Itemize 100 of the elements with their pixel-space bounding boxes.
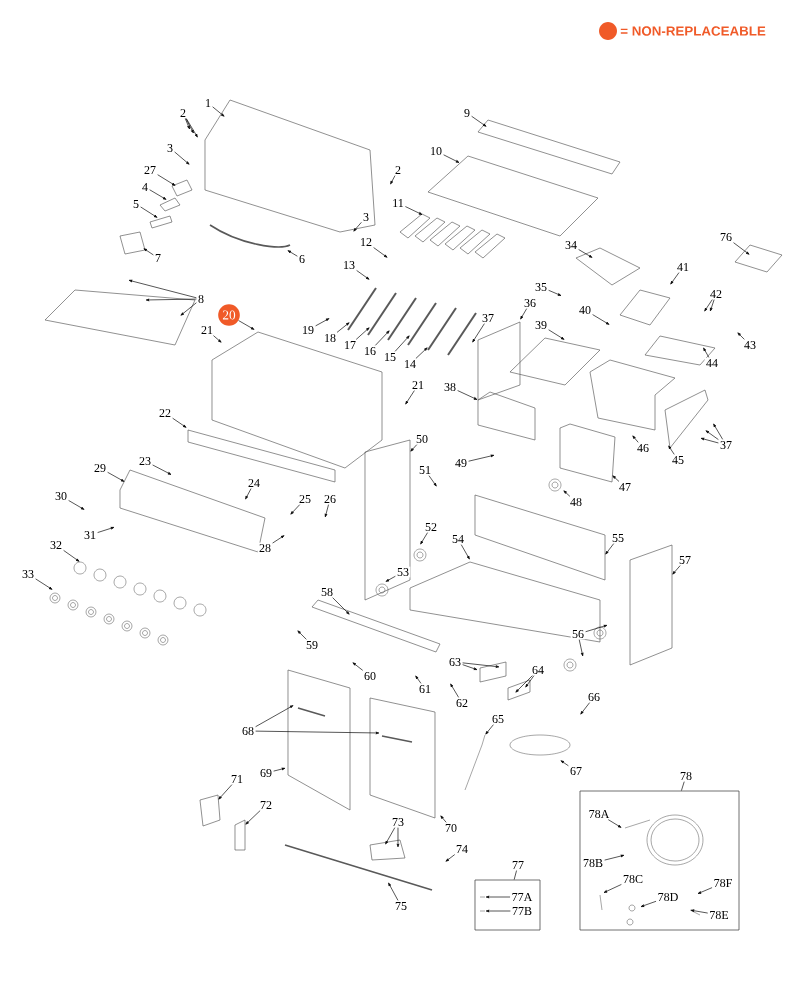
- callout-number: 13: [341, 259, 357, 271]
- leader-line: [415, 675, 422, 684]
- callout-number: 76: [718, 231, 734, 243]
- leader-line: [443, 154, 460, 163]
- leader-line: [713, 423, 723, 440]
- leader-line: [297, 630, 307, 640]
- leader-line: [670, 272, 680, 285]
- callout-number: 73: [390, 816, 406, 828]
- leader-line: [563, 490, 571, 497]
- callout-number: 55: [610, 532, 626, 544]
- callout-number: 70: [443, 822, 459, 834]
- callout-number: 11: [390, 197, 406, 209]
- leader-line: [373, 247, 388, 258]
- leader-line: [63, 550, 80, 562]
- callout-number: 64: [530, 664, 546, 676]
- callout-number: 4: [140, 181, 150, 193]
- callout-number: 74: [454, 843, 470, 855]
- leader-line: [405, 390, 415, 405]
- leader-line: [737, 332, 745, 340]
- leader-line: [255, 730, 380, 735]
- leader-line: [352, 662, 364, 671]
- leader-line: [445, 854, 456, 862]
- leader-line: [180, 302, 197, 316]
- leader-line: [332, 597, 350, 615]
- callout-number: 67: [568, 765, 584, 777]
- callout-number: 28: [257, 542, 273, 554]
- leader-line: [485, 909, 511, 913]
- leader-line: [578, 639, 584, 657]
- callout-number: 57: [677, 554, 693, 566]
- callout-number: 33: [20, 568, 36, 580]
- callout-number: 63: [447, 656, 463, 668]
- leader-line: [700, 437, 719, 444]
- callout-number: 3: [165, 142, 175, 154]
- callout-number: 2: [178, 107, 188, 119]
- leader-line: [272, 535, 285, 544]
- leader-line: [513, 870, 517, 880]
- callout-number: 46: [635, 442, 651, 454]
- leader-line: [592, 314, 610, 325]
- leader-line: [140, 206, 158, 218]
- callout-number: 45: [670, 454, 686, 466]
- leader-line: [324, 504, 329, 518]
- callout-number: 78F: [712, 877, 734, 889]
- callout-number: 47: [617, 481, 633, 493]
- callout-number: 61: [417, 683, 433, 695]
- callout-number: 41: [675, 261, 691, 273]
- callout-number: 53: [395, 566, 411, 578]
- leader-line: [290, 504, 301, 515]
- callout-number: 66: [586, 691, 602, 703]
- leader-line: [428, 475, 437, 487]
- leader-line: [672, 565, 681, 575]
- leader-line: [457, 390, 478, 400]
- callout-number: 23: [137, 455, 153, 467]
- leader-line: [690, 909, 709, 914]
- callout-number: 59: [304, 639, 320, 651]
- leader-line: [315, 318, 330, 327]
- callout-number: 21: [199, 324, 215, 336]
- leader-line: [472, 323, 485, 343]
- callout-number: 2: [393, 164, 403, 176]
- leader-line: [578, 249, 593, 258]
- callout-number: 65: [490, 713, 506, 725]
- callout-number: 50: [414, 433, 430, 445]
- leader-line: [525, 675, 535, 688]
- leader-line: [415, 347, 428, 359]
- leader-line: [440, 815, 447, 823]
- leader-line: [157, 174, 176, 186]
- leader-line: [128, 279, 197, 299]
- leader-line: [405, 206, 423, 215]
- leader-line: [212, 106, 225, 117]
- leader-line: [548, 289, 562, 296]
- parts-box: [579, 790, 740, 931]
- leader-line: [485, 895, 511, 899]
- leader-line: [273, 767, 286, 772]
- callout-number: 27: [142, 164, 158, 176]
- callout-number: 32: [48, 539, 64, 551]
- callout-number: 51: [417, 464, 433, 476]
- leader-line: [68, 500, 85, 510]
- callout-number: 30: [53, 490, 69, 502]
- leader-line: [184, 118, 190, 130]
- callout-number: 37: [480, 312, 496, 324]
- callout-number: 21: [410, 379, 426, 391]
- leader-line: [462, 664, 478, 670]
- leader-line: [394, 335, 410, 352]
- leader-line: [605, 543, 615, 555]
- callout-number: 72: [258, 799, 274, 811]
- leader-line: [353, 222, 362, 232]
- callout-number: 25: [297, 493, 313, 505]
- callout-number: 77B: [510, 905, 534, 917]
- leader-line: [238, 320, 255, 330]
- leader-line: [336, 322, 350, 333]
- callout-number: 44: [704, 357, 720, 369]
- leader-line: [396, 827, 400, 848]
- callout-number: 14: [402, 358, 418, 370]
- leader-line: [107, 471, 125, 482]
- leader-line: [390, 175, 396, 185]
- leader-line: [710, 299, 715, 312]
- callout-number: 36: [522, 297, 538, 309]
- callout-number: 9: [462, 107, 472, 119]
- callout-number: 42: [708, 288, 724, 300]
- leader-line: [145, 298, 197, 302]
- leader-line: [548, 329, 565, 340]
